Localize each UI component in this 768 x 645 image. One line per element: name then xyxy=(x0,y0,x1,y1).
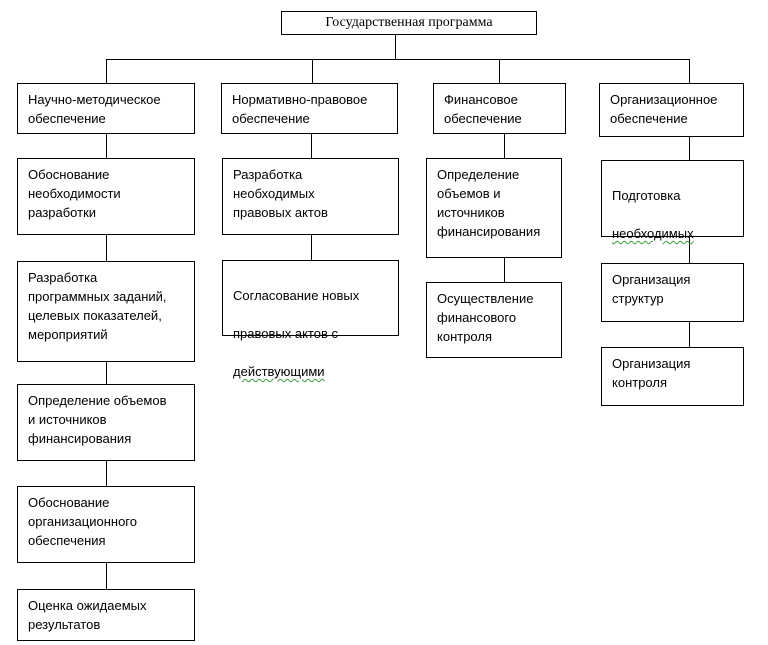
connector-col4-header xyxy=(689,59,690,83)
col1-item-1: Обоснование необходимости разработки xyxy=(17,158,195,235)
col4-item-1: Подготовка необходимых кадров xyxy=(601,160,744,279)
col3-item-2: Осуществление финансового контроля xyxy=(426,282,562,358)
col1-header: Научно-методическое обеспечение xyxy=(17,83,195,134)
col2-item-2-line2: правовых актов с xyxy=(233,326,338,341)
connector-col2-header xyxy=(312,59,313,83)
col2-item-2-line1: Согласование новых xyxy=(233,288,360,303)
connector-root-down xyxy=(395,35,396,60)
col3-header: Финансовое обеспечение xyxy=(433,83,566,134)
connector-top-bus xyxy=(106,59,690,60)
col2-header: Нормативно-правовое обеспечение xyxy=(221,83,398,134)
col4-item-1-line2: необходимых xyxy=(612,226,694,241)
col4-header: Организационное обеспечение xyxy=(599,83,744,137)
col2-item-1: Разработка необходимых правовых актов xyxy=(222,158,399,235)
col1-item-5: Оценка ожидаемых результатов xyxy=(17,589,195,641)
col3-item-1: Определение объемов и источников финанси… xyxy=(426,158,562,258)
connector-col3-header xyxy=(499,59,500,83)
col2-item-2-line3: действующими xyxy=(233,364,325,379)
connector-col4-chain xyxy=(689,137,690,347)
col4-item-3: Организация контроля xyxy=(601,347,744,406)
col4-item-2: Организация структур xyxy=(601,263,744,322)
col1-item-4: Обоснование организационного обеспечения xyxy=(17,486,195,563)
col1-item-2: Разработка программных заданий, целевых … xyxy=(17,261,195,362)
col1-item-3: Определение объемов и источников финанси… xyxy=(17,384,195,461)
col4-item-1-line1: Подготовка xyxy=(612,188,681,203)
root-node: Государственная программа xyxy=(281,11,537,35)
col2-item-2: Согласование новых правовых актов с дейс… xyxy=(222,260,399,379)
connector-col1-header xyxy=(106,59,107,83)
